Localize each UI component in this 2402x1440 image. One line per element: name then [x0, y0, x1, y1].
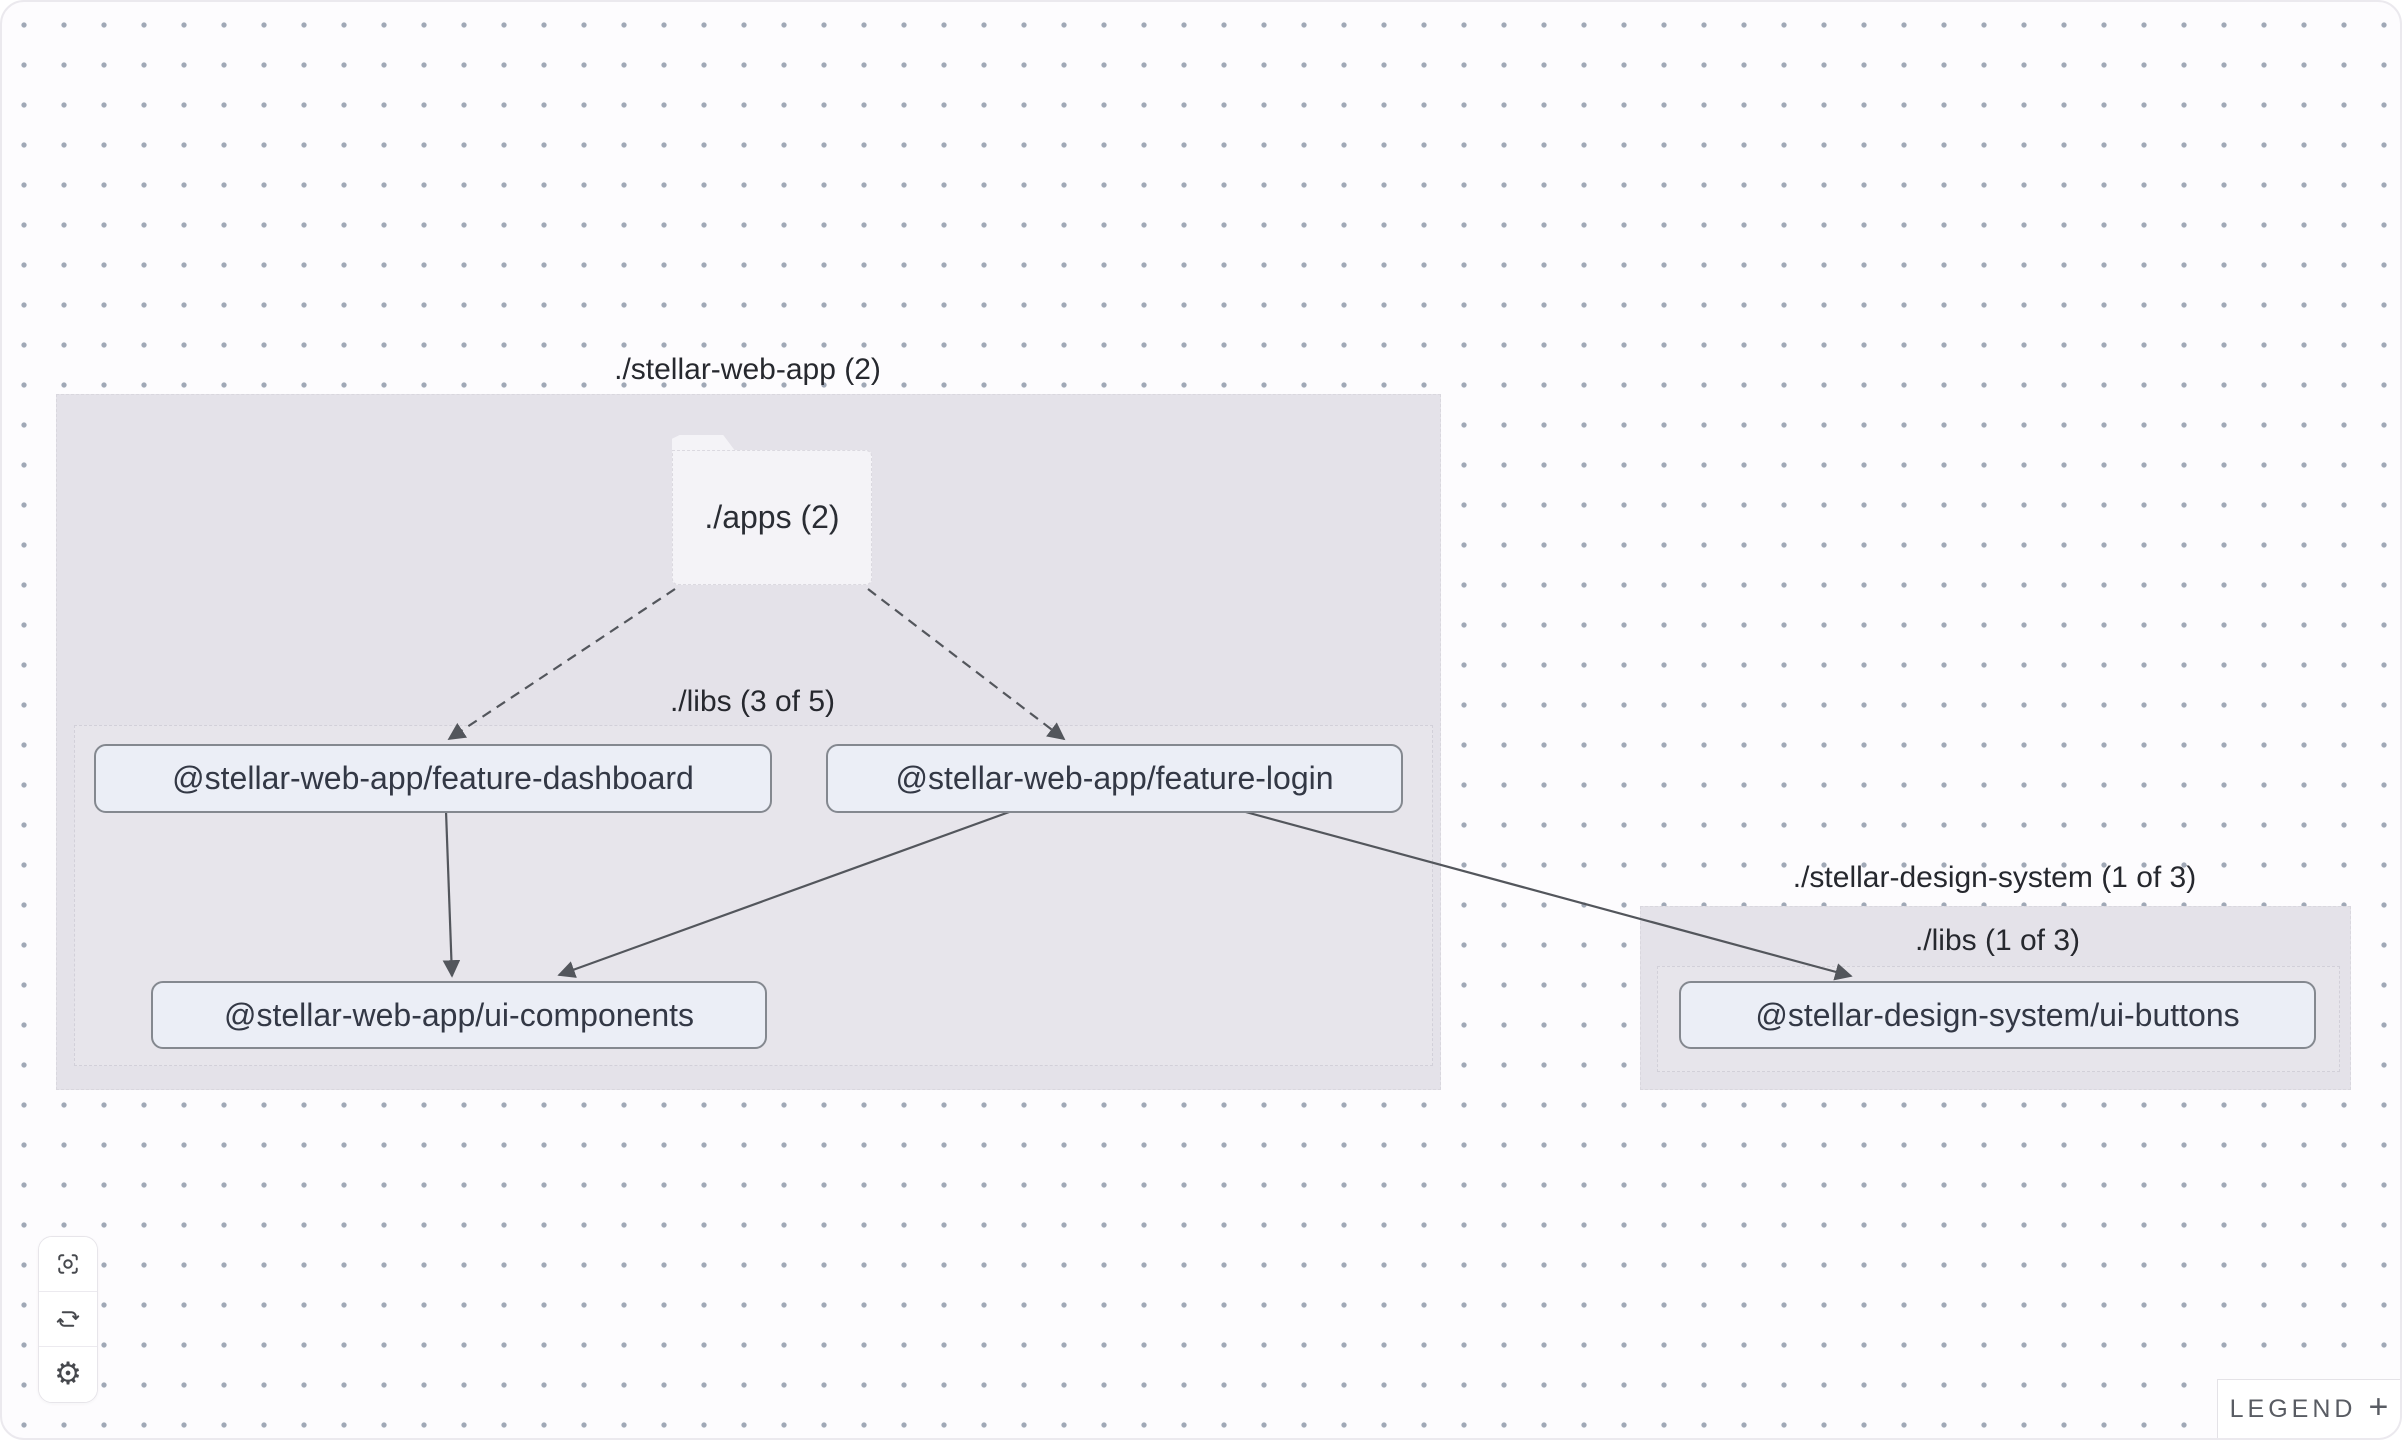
legend-button[interactable]: LEGEND +: [2217, 1379, 2400, 1438]
graph-settings-button[interactable]: ⚙: [39, 1347, 97, 1402]
focus-icon: [54, 1250, 82, 1278]
refresh-graph-button[interactable]: [39, 1292, 97, 1347]
node-feature-dashboard-label: @stellar-web-app/feature-dashboard: [172, 760, 694, 796]
legend-label: LEGEND: [2229, 1394, 2357, 1423]
group-label-stellar-design-system-libs: ./libs (1 of 3): [1914, 924, 2081, 957]
node-feature-dashboard[interactable]: @stellar-web-app/feature-dashboard: [94, 744, 772, 813]
node-feature-login[interactable]: @stellar-web-app/feature-login: [826, 744, 1403, 813]
plus-icon: +: [2368, 1387, 2389, 1426]
node-ui-buttons[interactable]: @stellar-design-system/ui-buttons: [1679, 981, 2316, 1049]
group-label-stellar-web-app-libs: ./libs (3 of 5): [669, 685, 836, 718]
group-label-stellar-web-app: ./stellar-web-app (2): [614, 353, 881, 386]
gear-icon: ⚙: [54, 1356, 82, 1392]
node-ui-components[interactable]: @stellar-web-app/ui-components: [151, 981, 767, 1049]
group-label-stellar-design-system: ./stellar-design-system (1 of 3): [1792, 861, 2197, 894]
node-ui-buttons-label: @stellar-design-system/ui-buttons: [1755, 996, 2240, 1033]
refresh-icon: [54, 1305, 82, 1333]
zoom-to-fit-button[interactable]: [39, 1237, 97, 1292]
node-ui-components-label: @stellar-web-app/ui-components: [223, 996, 695, 1033]
folder-tab: [672, 435, 736, 452]
folder-node-apps[interactable]: ./apps (2): [672, 435, 872, 585]
graph-toolbar: ⚙: [38, 1236, 98, 1403]
folder-apps-label: ./apps (2): [704, 499, 840, 535]
node-feature-login-label: @stellar-web-app/feature-login: [895, 760, 1334, 796]
